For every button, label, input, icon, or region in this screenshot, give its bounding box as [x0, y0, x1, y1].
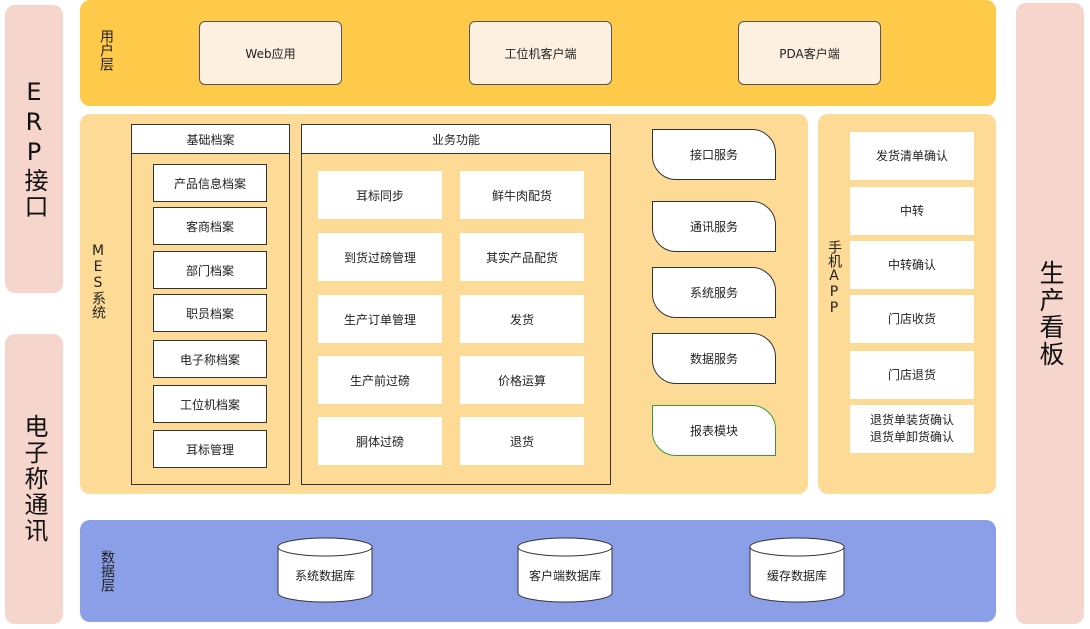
basic-archive-item: 耳标管理: [153, 430, 267, 468]
app-item-line: 退货单装货确认: [869, 413, 954, 427]
business-function-item: 到货过磅管理: [318, 233, 442, 281]
business-function-item: 耳标同步: [318, 171, 442, 219]
business-function-item: 胴体过磅: [318, 417, 442, 465]
system-service-box: 系统服务: [652, 267, 776, 318]
app-item-return-confirm: 退货单装货确认 退货单卸货确认: [850, 405, 974, 453]
business-functions-panel: 业务功能: [301, 124, 611, 485]
data-layer-label: 数据层: [99, 550, 115, 592]
app-item: 中转: [850, 187, 974, 235]
report-module-box: 报表模块: [652, 405, 776, 456]
client-database: 客户端数据库: [517, 537, 613, 603]
pda-client-box: PDA客户端: [738, 21, 881, 85]
basic-archives-panel: 基础档案: [131, 124, 290, 485]
system-database: 系统数据库: [277, 537, 373, 603]
business-function-item: 价格运算: [460, 356, 584, 404]
business-function-item: 鲜牛肉配货: [460, 171, 584, 219]
database-cylinder-icon: [277, 537, 373, 603]
business-functions-title: 业务功能: [302, 125, 610, 154]
basic-archive-item: 客商档案: [153, 207, 267, 245]
basic-archives-title: 基础档案: [132, 125, 289, 154]
business-function-item: 生产前过磅: [318, 356, 442, 404]
communication-service-box: 通讯服务: [652, 201, 776, 252]
database-cylinder-icon: [749, 537, 845, 603]
cache-database: 缓存数据库: [749, 537, 845, 603]
basic-archive-item: 部门档案: [153, 251, 267, 289]
erp-interface-panel: ERP接口: [5, 5, 63, 293]
mes-system-label: MES系统: [90, 243, 106, 319]
interface-service-box: 接口服务: [652, 129, 776, 180]
business-function-item: 生产订单管理: [318, 295, 442, 343]
client-database-label: 客户端数据库: [528, 568, 601, 583]
app-item: 门店退货: [850, 351, 974, 399]
basic-archive-item: 产品信息档案: [153, 164, 267, 202]
user-layer-label: 用户层: [98, 29, 114, 71]
basic-archive-item: 工位机档案: [153, 385, 267, 423]
production-board-label: 生产看板: [1036, 259, 1065, 368]
production-board-panel: 生产看板: [1016, 3, 1084, 624]
system-database-label: 系统数据库: [294, 568, 355, 583]
erp-interface-label: ERP接口: [20, 78, 48, 220]
business-function-item: 其实产品配货: [460, 233, 584, 281]
cache-database-label: 缓存数据库: [766, 568, 827, 583]
scale-communication-panel: 电子称通讯: [5, 334, 63, 624]
business-function-item: 发货: [460, 295, 584, 343]
app-item: 中转确认: [850, 241, 974, 289]
mobile-app-label: 手机APP: [826, 240, 842, 316]
business-function-item: 退货: [460, 417, 584, 465]
database-cylinder-icon: [517, 537, 613, 603]
app-item: 门店收货: [850, 295, 974, 343]
scale-communication-label: 电子称通讯: [20, 414, 48, 544]
workstation-client-box: 工位机客户端: [469, 21, 612, 85]
data-service-box: 数据服务: [652, 333, 776, 384]
web-app-box: Web应用: [199, 21, 342, 85]
app-item-line: 退货单卸货确认: [869, 430, 954, 444]
basic-archive-item: 职员档案: [153, 294, 267, 332]
basic-archive-item: 电子称档案: [153, 340, 267, 378]
app-item: 发货清单确认: [850, 132, 974, 180]
